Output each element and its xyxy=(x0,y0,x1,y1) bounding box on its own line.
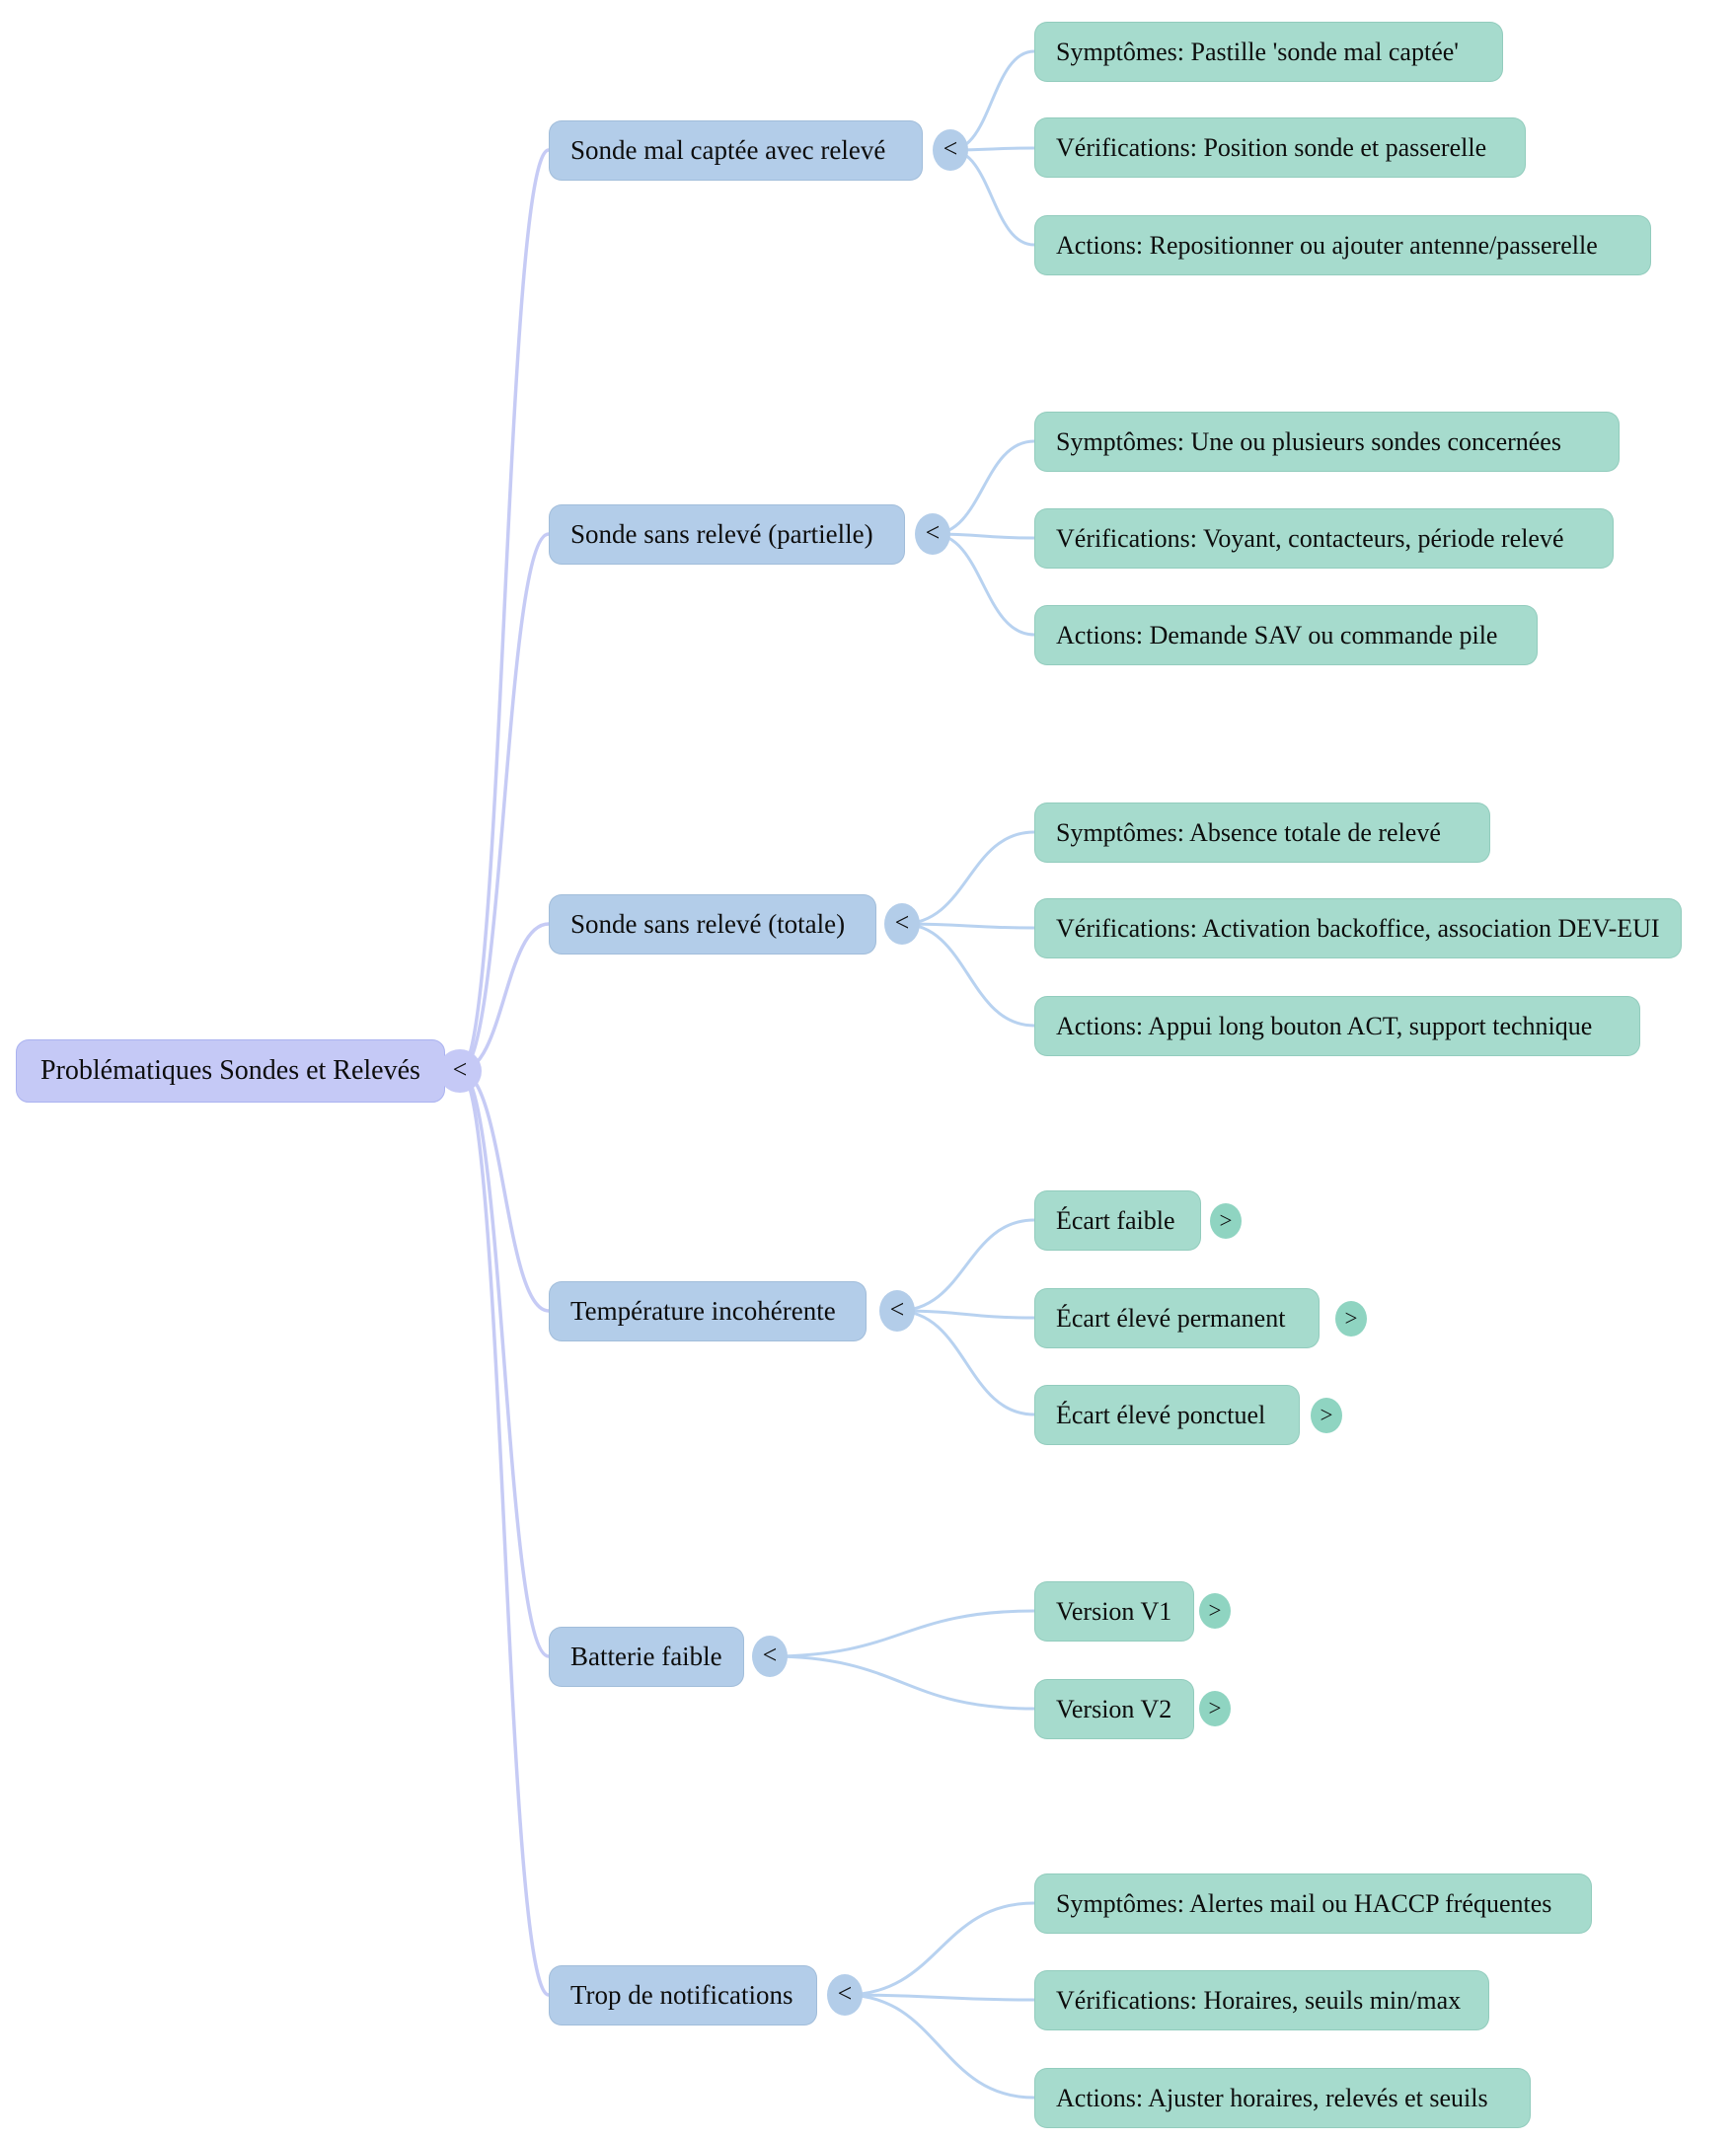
chevron-left-icon: < xyxy=(943,134,958,163)
chevron-left-icon: < xyxy=(837,1979,853,2008)
leaf-4-2-expand-button[interactable]: > xyxy=(1335,1301,1367,1337)
leaf-node-2-2[interactable]: Vérifications: Voyant, contacteurs, péri… xyxy=(1034,508,1614,569)
branch-node-5[interactable]: Batterie faible xyxy=(549,1627,744,1687)
link-branch-3-to-child-3 xyxy=(900,922,1036,1028)
branch-5-label: Batterie faible xyxy=(570,1642,722,1671)
link-branch-4-to-child-2 xyxy=(895,1309,1036,1320)
branch-6-collapse-button[interactable]: < xyxy=(827,1974,863,2016)
chevron-left-icon: < xyxy=(894,908,910,937)
chevron-left-icon: < xyxy=(889,1295,905,1324)
branch-4-label: Température incohérente xyxy=(570,1296,836,1326)
branch-2-label: Sonde sans relevé (partielle) xyxy=(570,519,873,549)
leaf-5-1-label: Version V1 xyxy=(1056,1596,1172,1626)
leaf-3-3-label: Actions: Appui long bouton ACT, support … xyxy=(1056,1011,1593,1040)
root-collapse-button[interactable]: < xyxy=(438,1049,482,1093)
chevron-left-icon: < xyxy=(925,518,941,547)
leaf-5-2-label: Version V2 xyxy=(1056,1694,1172,1723)
leaf-node-1-1[interactable]: Symptômes: Pastille 'sonde mal captée' xyxy=(1034,22,1503,82)
leaf-node-3-2[interactable]: Vérifications: Activation backoffice, as… xyxy=(1034,898,1682,958)
branch-1-collapse-button[interactable]: < xyxy=(933,129,968,171)
link-branch-4-to-child-1 xyxy=(895,1218,1036,1313)
leaf-node-3-3[interactable]: Actions: Appui long bouton ACT, support … xyxy=(1034,996,1640,1056)
leaf-1-1-label: Symptômes: Pastille 'sonde mal captée' xyxy=(1056,37,1459,66)
link-branch-6-to-child-3 xyxy=(843,1993,1036,2100)
leaf-3-2-label: Vérifications: Activation backoffice, as… xyxy=(1056,913,1660,943)
leaf-1-3-label: Actions: Repositionner ou ajouter antenn… xyxy=(1056,230,1598,260)
leaf-node-6-3[interactable]: Actions: Ajuster horaires, relevés et se… xyxy=(1034,2068,1531,2128)
branch-2-collapse-button[interactable]: < xyxy=(915,513,950,555)
link-root-to-branch-6 xyxy=(458,1069,551,1997)
branch-node-1[interactable]: Sonde mal captée avec relevé xyxy=(549,120,923,181)
leaf-node-1-3[interactable]: Actions: Repositionner ou ajouter antenn… xyxy=(1034,215,1651,275)
link-branch-5-to-child-2 xyxy=(768,1654,1036,1711)
root-node[interactable]: Problématiques Sondes et Relevés xyxy=(16,1039,445,1103)
leaf-node-2-1[interactable]: Symptômes: Une ou plusieurs sondes conce… xyxy=(1034,412,1620,472)
link-root-to-branch-2 xyxy=(458,532,551,1073)
leaf-4-1-expand-button[interactable]: > xyxy=(1210,1203,1242,1239)
leaf-3-1-label: Symptômes: Absence totale de relevé xyxy=(1056,817,1441,847)
leaf-node-4-1[interactable]: Écart faible xyxy=(1034,1190,1201,1251)
link-branch-5-to-child-1 xyxy=(768,1609,1036,1658)
link-root-to-branch-1 xyxy=(458,148,551,1073)
branch-5-collapse-button[interactable]: < xyxy=(752,1636,788,1677)
leaf-4-3-expand-button[interactable]: > xyxy=(1311,1398,1342,1433)
leaf-4-1-label: Écart faible xyxy=(1056,1205,1175,1235)
leaf-node-4-3[interactable]: Écart élevé ponctuel xyxy=(1034,1385,1300,1445)
leaf-5-2-expand-button[interactable]: > xyxy=(1199,1691,1231,1726)
leaf-4-2-label: Écart élevé permanent xyxy=(1056,1303,1286,1333)
chevron-right-icon: > xyxy=(1219,1207,1233,1233)
link-branch-3-to-child-2 xyxy=(900,922,1036,930)
chevron-left-icon: < xyxy=(452,1055,468,1084)
leaf-2-3-label: Actions: Demande SAV ou commande pile xyxy=(1056,620,1498,650)
link-branch-2-to-child-1 xyxy=(931,439,1036,536)
branch-node-3[interactable]: Sonde sans relevé (totale) xyxy=(549,894,876,955)
link-root-to-branch-5 xyxy=(458,1069,551,1658)
leaf-node-5-1[interactable]: Version V1 xyxy=(1034,1581,1194,1642)
leaf-5-1-expand-button[interactable]: > xyxy=(1199,1593,1231,1629)
link-branch-6-to-child-2 xyxy=(843,1993,1036,2002)
branch-6-label: Trop de notifications xyxy=(570,1980,793,2010)
branch-1-label: Sonde mal captée avec relevé xyxy=(570,135,886,165)
chevron-left-icon: < xyxy=(762,1641,778,1669)
branch-3-collapse-button[interactable]: < xyxy=(884,903,920,945)
link-branch-4-to-child-3 xyxy=(895,1309,1036,1416)
leaf-node-6-2[interactable]: Vérifications: Horaires, seuils min/max xyxy=(1034,1970,1489,2030)
leaf-2-1-label: Symptômes: Une ou plusieurs sondes conce… xyxy=(1056,426,1561,456)
branch-node-6[interactable]: Trop de notifications xyxy=(549,1965,817,2025)
chevron-right-icon: > xyxy=(1320,1402,1333,1427)
link-branch-6-to-child-1 xyxy=(843,1901,1036,1997)
branch-node-2[interactable]: Sonde sans relevé (partielle) xyxy=(549,504,905,565)
link-branch-2-to-child-3 xyxy=(931,532,1036,637)
leaf-node-5-2[interactable]: Version V2 xyxy=(1034,1679,1194,1739)
leaf-6-3-label: Actions: Ajuster horaires, relevés et se… xyxy=(1056,2083,1488,2112)
link-branch-3-to-child-1 xyxy=(900,830,1036,926)
leaf-node-1-2[interactable]: Vérifications: Position sonde et passere… xyxy=(1034,117,1526,178)
branch-3-label: Sonde sans relevé (totale) xyxy=(570,909,846,939)
chevron-right-icon: > xyxy=(1344,1305,1358,1331)
leaf-node-3-1[interactable]: Symptômes: Absence totale de relevé xyxy=(1034,802,1490,863)
leaf-6-1-label: Symptômes: Alertes mail ou HACCP fréquen… xyxy=(1056,1888,1552,1918)
leaf-node-4-2[interactable]: Écart élevé permanent xyxy=(1034,1288,1320,1348)
leaf-node-2-3[interactable]: Actions: Demande SAV ou commande pile xyxy=(1034,605,1538,665)
leaf-1-2-label: Vérifications: Position sonde et passere… xyxy=(1056,132,1487,162)
leaf-2-2-label: Vérifications: Voyant, contacteurs, péri… xyxy=(1056,523,1564,553)
leaf-4-3-label: Écart élevé ponctuel xyxy=(1056,1400,1266,1429)
root-label: Problématiques Sondes et Relevés xyxy=(40,1055,420,1086)
leaf-6-2-label: Vérifications: Horaires, seuils min/max xyxy=(1056,1985,1462,2015)
branch-node-4[interactable]: Température incohérente xyxy=(549,1281,867,1341)
branch-4-collapse-button[interactable]: < xyxy=(879,1290,915,1332)
chevron-right-icon: > xyxy=(1208,1597,1222,1623)
leaf-node-6-1[interactable]: Symptômes: Alertes mail ou HACCP fréquen… xyxy=(1034,1873,1592,1934)
chevron-right-icon: > xyxy=(1208,1695,1222,1720)
